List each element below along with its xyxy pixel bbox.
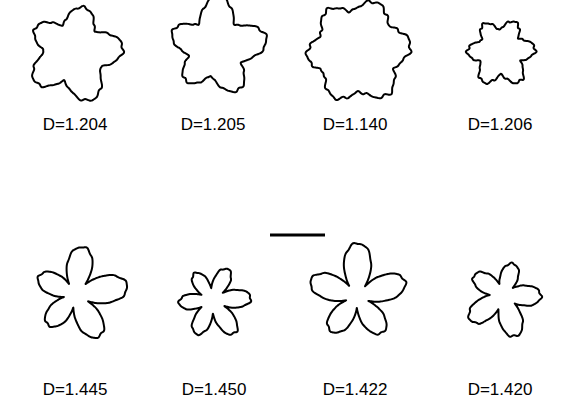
dimension-label: D=1.140 — [323, 116, 388, 135]
leaf-outline — [32, 6, 124, 101]
dimension-label: D=1.420 — [468, 381, 533, 400]
leaf-outline — [466, 22, 537, 84]
leaf-outline — [306, 0, 412, 100]
dimension-label: D=1.445 — [43, 381, 108, 400]
scale-bar — [270, 234, 325, 237]
dimension-label: D=1.450 — [182, 381, 247, 400]
leaf-outline — [178, 269, 251, 335]
leaf-outline — [468, 262, 542, 336]
dimension-label: D=1.204 — [43, 116, 108, 135]
leaf-outline — [38, 247, 128, 338]
dimension-label: D=1.205 — [181, 116, 246, 135]
leaf-outline — [172, 0, 267, 92]
leaf-outline — [311, 243, 407, 335]
dimension-label: D=1.206 — [468, 116, 533, 135]
dimension-label: D=1.422 — [323, 381, 388, 400]
